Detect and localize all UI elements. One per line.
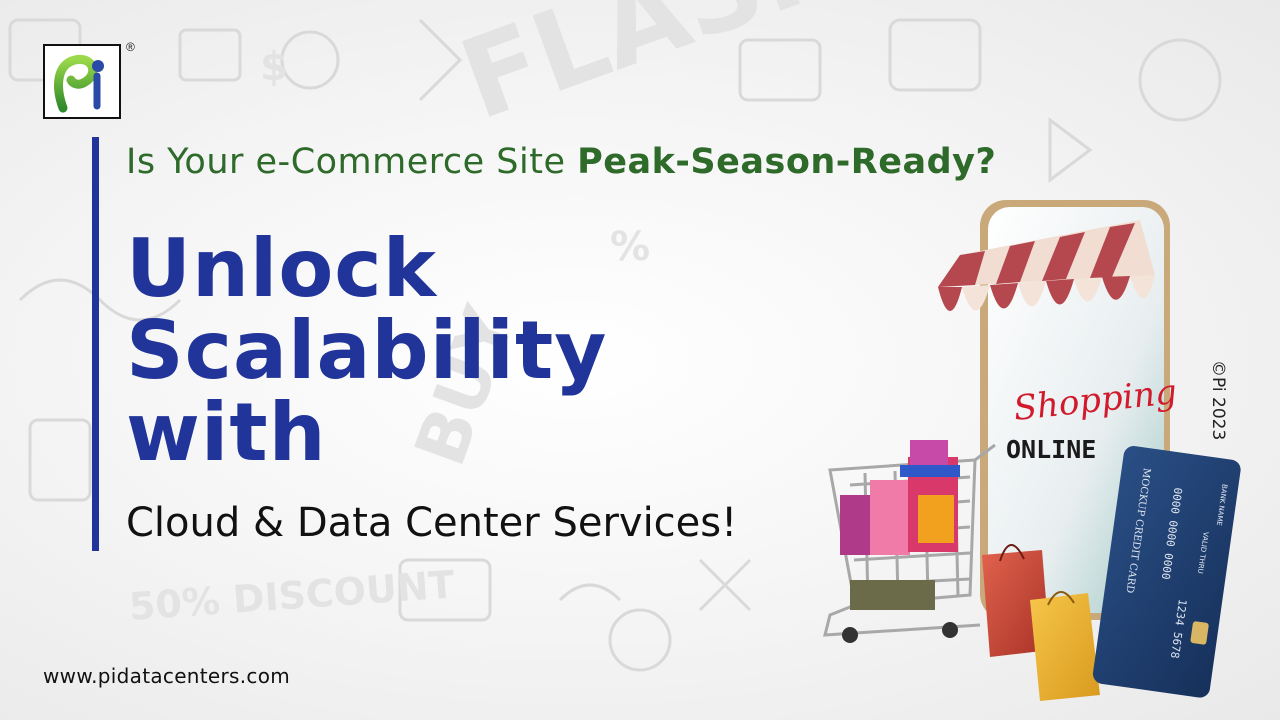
pi-logo [43,44,121,119]
headline: Unlock Scalability with [126,228,686,474]
tagline-part2: Peak-Season-Ready? [577,142,997,182]
pi-logo-mark [54,54,104,113]
headline-line1: Unlock [126,222,437,315]
website-link[interactable]: www.pidatacenters.com [43,664,291,688]
subline: Cloud & Data Center Services! [126,500,738,546]
headline-line3: with [126,386,327,479]
tagline-part1: Is Your e-Commerce Site [126,142,578,182]
credit-card: MOCKUP CREDIT CARD 0000 0000 0000 1234 5… [1092,446,1241,698]
screen-online-text: ONLINE [1006,435,1096,464]
shopping-cart-icon [823,440,996,643]
accent-bar [92,137,99,551]
bg-dollar: $ [260,44,288,90]
tagline: Is Your e-Commerce Site Peak-Season-Read… [126,142,996,182]
registered-mark: ® [126,40,135,54]
bg-word-flash: FLASH SALE [445,0,1193,144]
awning [938,220,1155,311]
shopping-illustration: Shopping ONLINE MOCKUP CREDIT CARD 0000 … [823,200,1241,701]
headline-line2: Scalability [126,304,608,397]
shopping-bags [982,544,1100,701]
bg-word-discount: 50% DISCOUNT [128,562,456,629]
